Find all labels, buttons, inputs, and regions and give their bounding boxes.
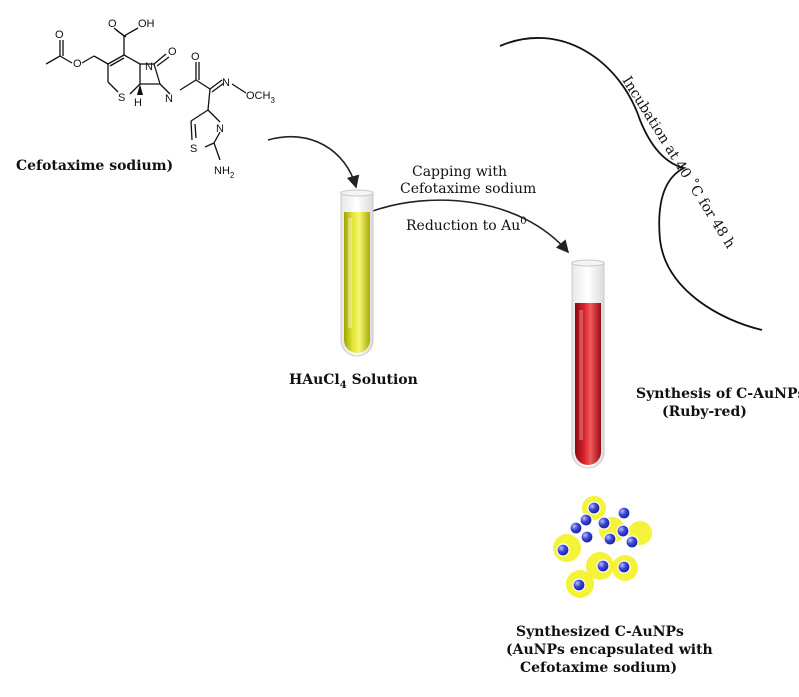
atom-o-amide: O: [191, 51, 200, 63]
curly-brace-icon: [499, 37, 763, 331]
atom-o-ester: O: [73, 58, 82, 70]
nanoparticle-core: [617, 506, 631, 520]
compound-label: Cefotaxime sodium): [16, 158, 173, 174]
capping-label-line1: Capping with: [412, 164, 507, 180]
atom-h-stereo: H: [134, 97, 142, 109]
nanoparticle-core: [616, 524, 630, 538]
product-label-line3: Cefotaxime sodium): [520, 660, 677, 676]
cefotaxime-structure-icon: [45, 27, 247, 161]
atom-n-thiazole: N: [216, 123, 224, 135]
product-label-line2: (AuNPs encapsulated with: [506, 642, 713, 658]
synthesis-label-line1: Synthesis of C-AuNPs: [636, 386, 799, 402]
test-tube-icon: [340, 189, 374, 357]
nanoparticle-core: [596, 559, 610, 573]
nanoparticle-cluster-icon: [553, 496, 652, 598]
nanoparticle-core: [617, 560, 631, 574]
nanoparticle-core: [597, 516, 611, 530]
incubation-label: Incubation at 40 ˚C for 48 h: [619, 73, 739, 251]
precursor-label: HAuCl4 Solution: [289, 372, 418, 391]
nanoparticle-core: [625, 535, 639, 549]
nanoparticle-core: [587, 501, 601, 515]
atom-n-lactam: N: [145, 61, 153, 73]
atom-cooh-oh: OH: [138, 18, 155, 30]
atom-n-oxime: N: [222, 77, 230, 89]
curved-arrow-icon: [267, 135, 360, 189]
nanoparticle-core: [556, 543, 570, 557]
product-label-line1: Synthesized C-AuNPs: [516, 624, 684, 640]
atom-s-ring: S: [118, 92, 125, 104]
atom-o-oxime: OCH3: [246, 90, 275, 105]
atom-nh2: NH2: [214, 165, 235, 180]
atom-n-amide: N: [165, 93, 173, 105]
stereo-wedge-icon: [137, 84, 143, 95]
nanoparticle-core: [579, 513, 593, 527]
atom-labels: O O O OH N O S H N O N OCH3 N S NH2: [55, 18, 275, 180]
test-tube-icon: [571, 259, 605, 469]
nanoparticle-core: [580, 530, 594, 544]
curved-arrow-icon: [369, 199, 570, 254]
synthesis-label-line2: (Ruby-red): [662, 404, 747, 420]
nanoparticle-core: [572, 578, 586, 592]
nanoparticle-core: [569, 521, 583, 535]
atom-o-lactam: O: [168, 46, 177, 58]
capping-label-line2: Cefotaxime sodium: [400, 181, 536, 197]
reduction-label: Reduction to Au0: [406, 216, 527, 234]
atom-cooh-o: O: [108, 18, 117, 30]
nanoparticle-core: [603, 532, 617, 546]
atom-o-carbonyl: O: [55, 29, 64, 41]
atom-s-thiazole: S: [190, 143, 197, 155]
